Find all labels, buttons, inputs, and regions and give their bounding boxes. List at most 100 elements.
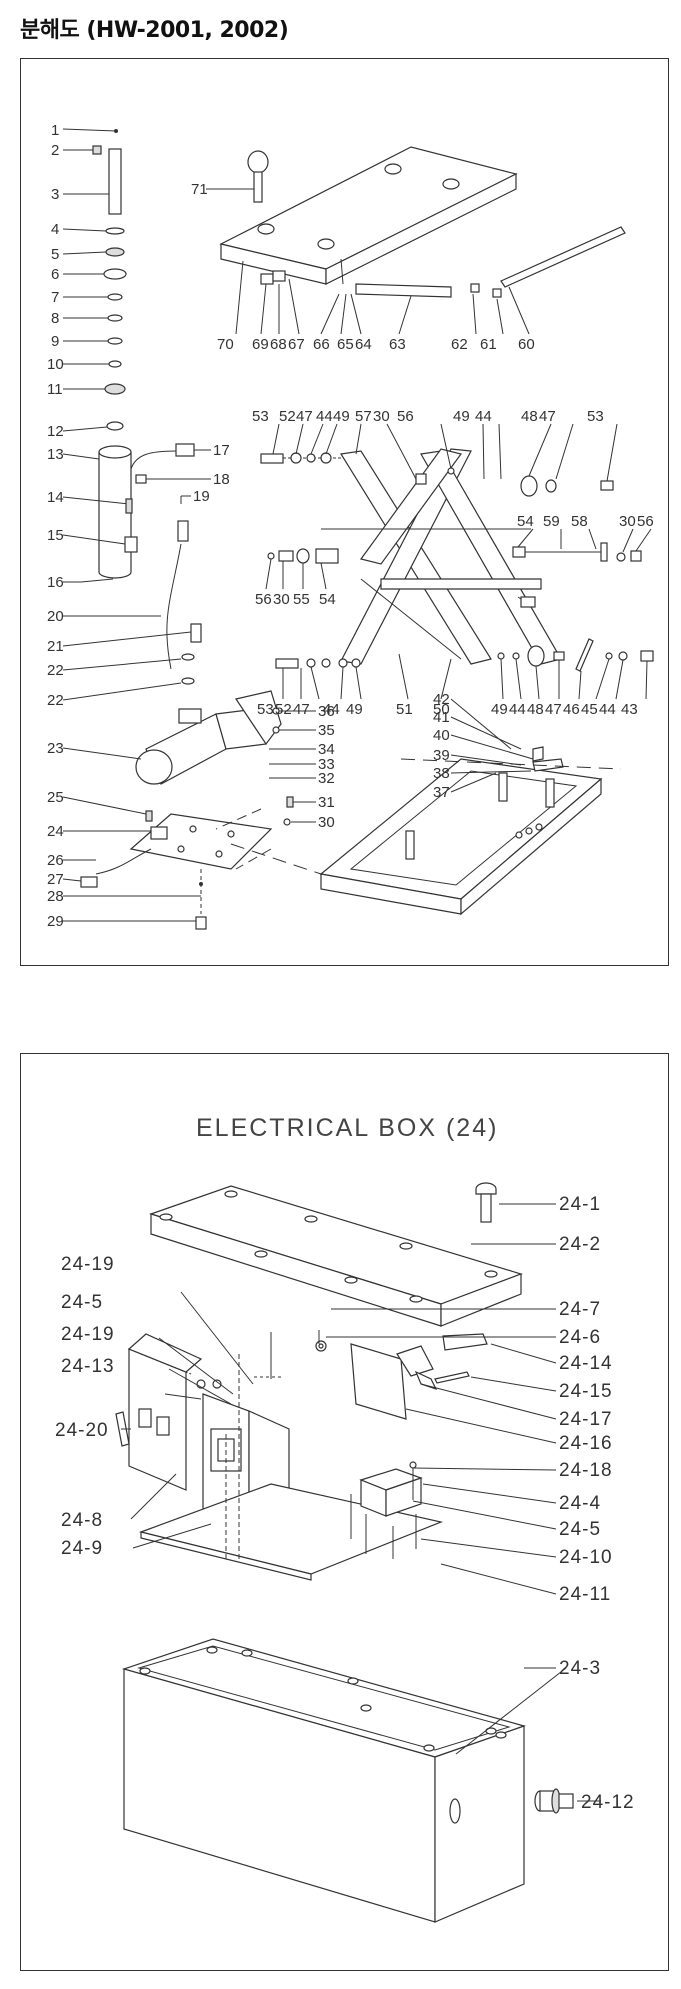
label-16: 16 (47, 574, 64, 591)
label-left-54: 54 (319, 591, 336, 608)
side-rail-60 (500, 226, 626, 288)
label-bot-53: 53 (257, 701, 274, 718)
piston-rod (108, 148, 122, 215)
switch-bracket (315, 1333, 488, 1420)
label-top-52: 52 (279, 408, 296, 425)
label-12: 12 (47, 423, 64, 440)
electrical-hardware (215, 707, 316, 870)
label-top-47: 47 (296, 408, 313, 425)
label-bot-44b: 44 (509, 701, 526, 718)
label-13: 13 (47, 446, 64, 463)
label-71: 71 (191, 181, 208, 198)
label-34: 34 (318, 741, 335, 758)
label-17: 17 (213, 442, 230, 459)
pcb-board (127, 1333, 203, 1491)
label-24-3: 24-3 (559, 1658, 601, 1679)
label-29: 29 (47, 913, 64, 930)
label-top-47b: 47 (539, 408, 556, 425)
label-60: 60 (518, 336, 535, 353)
label-bot-46: 46 (563, 701, 580, 718)
label-25: 25 (47, 789, 64, 806)
label-24-17: 24-17 (559, 1409, 613, 1430)
scissor-lift (321, 448, 562, 665)
motor (135, 690, 282, 785)
label-9: 9 (51, 333, 59, 350)
electrical-box-panel: ELECTRICAL BOX (24) (20, 1053, 669, 1971)
label-24-11: 24-11 (559, 1584, 611, 1605)
label-63: 63 (389, 336, 406, 353)
label-left-30: 30 (273, 591, 290, 608)
label-24-8: 24-8 (61, 1510, 103, 1531)
label-24-6: 24-6 (559, 1327, 601, 1348)
label-20: 20 (47, 608, 64, 625)
label-mid-58: 58 (571, 513, 588, 530)
side-rail-63 (355, 283, 452, 298)
label-top-30: 30 (373, 408, 390, 425)
label-5: 5 (51, 246, 59, 263)
label-38: 38 (433, 765, 450, 782)
label-bot-49: 49 (346, 701, 363, 718)
table-top (206, 146, 518, 285)
label-mid-59: 59 (543, 513, 560, 530)
label-24-19b: 24-19 (61, 1324, 115, 1345)
electrical-box-title: ELECTRICAL BOX (24) (196, 1114, 498, 1142)
label-24-12: 24-12 (581, 1792, 635, 1813)
label-24: 24 (47, 823, 64, 840)
label-42: 42 (433, 691, 450, 708)
label-24-10: 24-10 (559, 1547, 613, 1568)
label-24-2: 24-2 (559, 1234, 601, 1255)
label-11: 11 (47, 381, 63, 398)
label-26: 26 (47, 852, 64, 869)
label-22b: 22 (47, 692, 64, 709)
label-bot-51: 51 (396, 701, 413, 718)
label-left-55: 55 (293, 591, 310, 608)
label-24-9: 24-9 (61, 1538, 103, 1559)
label-mid-54: 54 (517, 513, 534, 530)
label-bot-44: 44 (323, 701, 340, 718)
label-24-19a: 24-19 (61, 1254, 115, 1275)
exploded-view-panel: 1 2 3 4 5 6 7 8 9 10 11 12 13 14 15 16 1… (20, 58, 669, 966)
label-39: 39 (433, 747, 450, 764)
label-24-7: 24-7 (559, 1299, 601, 1320)
label-41: 41 (433, 709, 450, 726)
label-24-1: 24-1 (559, 1194, 601, 1215)
label-top-53: 53 (252, 408, 269, 425)
left-part-stack (62, 128, 282, 930)
label-24-16: 24-16 (559, 1433, 613, 1454)
label-19: 19 (193, 488, 210, 505)
hydraulic-cylinder (98, 451, 132, 579)
label-bot-44c: 44 (599, 701, 616, 718)
label-bot-49b: 49 (491, 701, 508, 718)
label-32: 32 (318, 770, 335, 787)
box-body (121, 1638, 567, 1923)
label-28: 28 (47, 888, 64, 905)
label-23: 23 (47, 740, 64, 757)
label-8: 8 (51, 310, 59, 327)
label-bot-43: 43 (621, 701, 638, 718)
label-bot-47b: 47 (545, 701, 562, 718)
label-top-44: 44 (316, 408, 333, 425)
label-24-13: 24-13 (61, 1356, 115, 1377)
label-top-49: 49 (333, 408, 350, 425)
label-bot-48: 48 (527, 701, 544, 718)
label-33: 33 (318, 756, 335, 773)
label-24-4: 24-4 (559, 1493, 601, 1514)
label-40: 40 (433, 727, 450, 744)
label-24-5a: 24-5 (61, 1292, 103, 1313)
label-24-14: 24-14 (559, 1353, 613, 1374)
label-top-57: 57 (355, 408, 372, 425)
label-top-49b: 49 (453, 408, 470, 425)
label-left-56: 56 (255, 591, 272, 608)
part-number-labels: 1 2 3 4 5 6 7 8 9 10 11 12 13 14 15 16 1… (47, 122, 654, 930)
label-bot-47: 47 (293, 701, 310, 718)
label-68: 68 (270, 336, 287, 353)
electrical-part-labels: 24-1 24-2 24-19 24-5 24-19 24-13 24-20 2… (55, 1194, 635, 1813)
label-22a: 22 (47, 662, 64, 679)
label-top-53b: 53 (587, 408, 604, 425)
label-bot-50: 50 (433, 701, 450, 718)
relay (350, 1468, 423, 1559)
label-24-5b: 24-5 (559, 1519, 601, 1540)
label-64: 64 (355, 336, 372, 353)
cable-gland (534, 1788, 574, 1814)
label-35: 35 (318, 722, 335, 739)
